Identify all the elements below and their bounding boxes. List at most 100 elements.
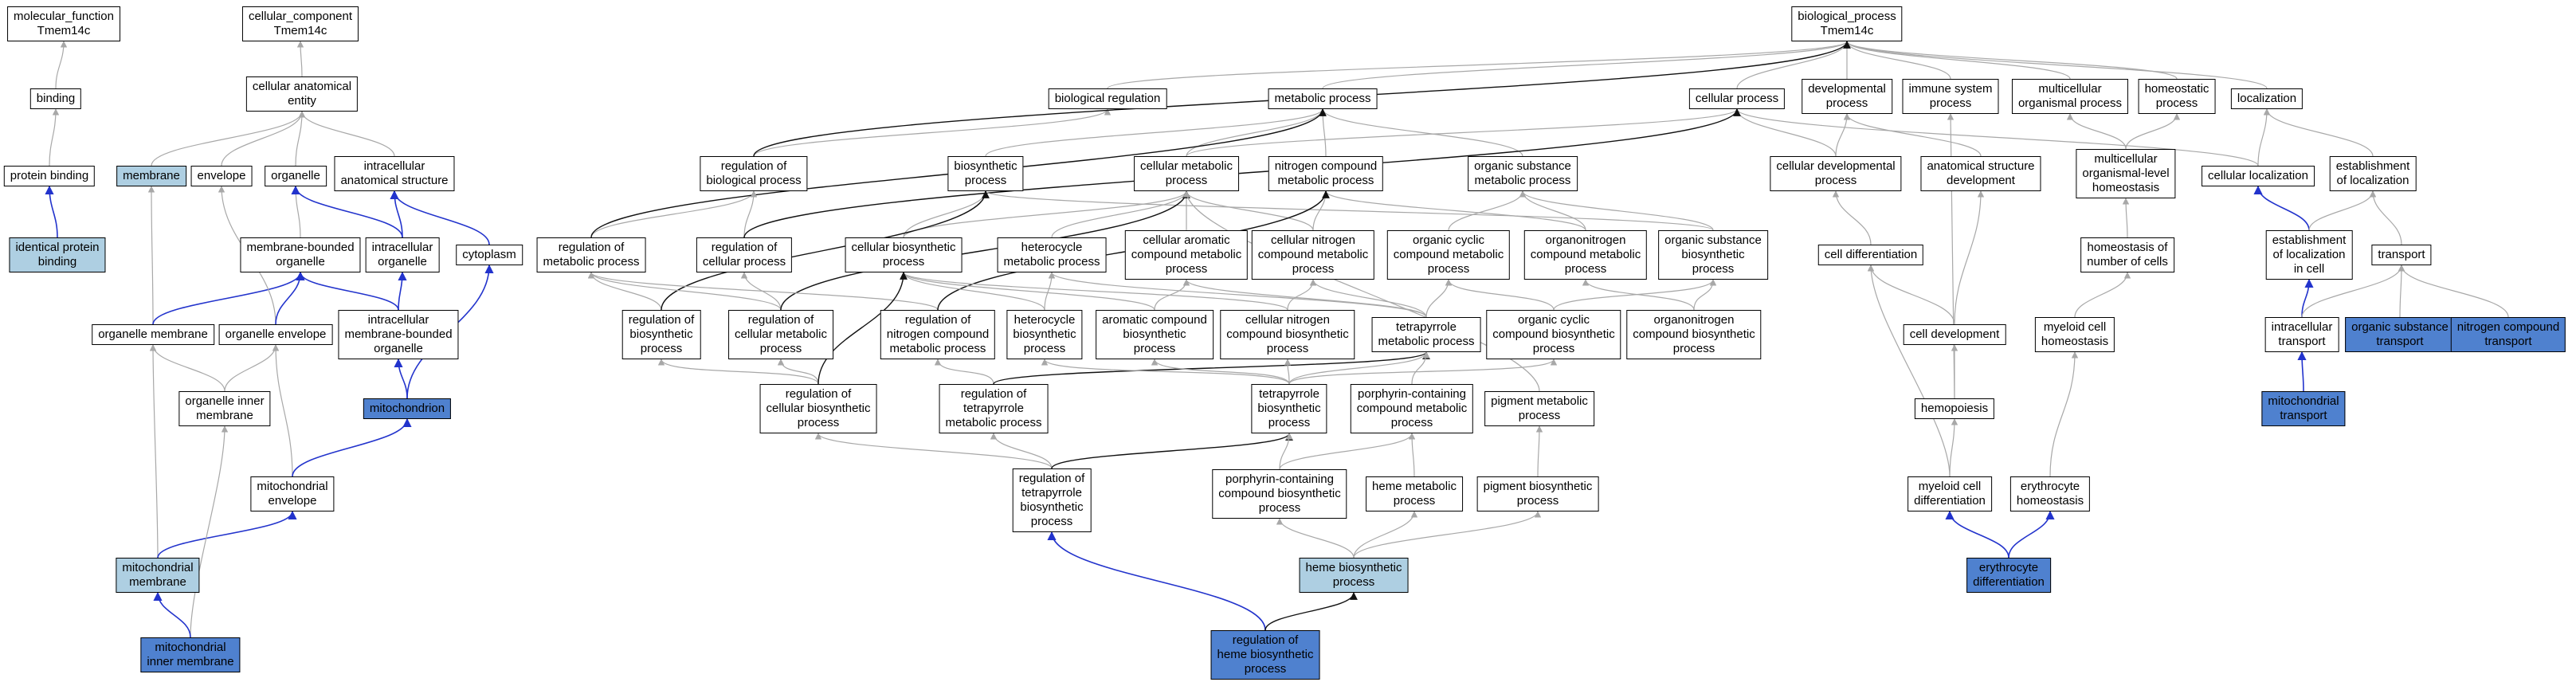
go-term-organelle_inner_mem: organelle inner membrane bbox=[178, 391, 271, 426]
go-term-reg_tetra_biosynth: regulation of tetrapyrrole biosynthetic … bbox=[1012, 468, 1092, 532]
go-term-org_subst_biosynth: organic substance biosynthetic process bbox=[1658, 230, 1768, 280]
edge-intracell_organelle-organelle bbox=[291, 185, 403, 238]
go-term-org_cyclic_metab: organic cyclic compound metabolic proces… bbox=[1386, 230, 1511, 280]
go-term-metabolic_process: metabolic process bbox=[1268, 88, 1378, 109]
edge-myeloid_diff-cell_diff bbox=[1867, 265, 1951, 477]
go-term-mito_envelope: mitochondrial envelope bbox=[250, 476, 335, 512]
edge-org_subst_metab-metabolic_process bbox=[1319, 108, 1523, 157]
go-term-protein_binding: protein binding bbox=[3, 166, 96, 186]
edge-reg_biosynth-biosynth_process bbox=[661, 190, 990, 311]
edge-intracell_mb_organelle-intracell_organelle bbox=[398, 271, 407, 311]
edge-org_subst_biosynth-biosynth_process bbox=[982, 190, 1714, 231]
edge-heme_biosynth-heme_metab bbox=[1353, 511, 1418, 559]
go-term-reg_cell_process: regulation of cellular process bbox=[696, 237, 793, 272]
edge-reg_cell_metab-reg_metab_process bbox=[587, 272, 782, 311]
go-term-org_subst_transport: organic substance transport bbox=[2345, 317, 2455, 352]
edge-multi_org_process-bp_root bbox=[1843, 41, 2071, 80]
edge-mito_envelope-mitochondrion bbox=[292, 417, 412, 477]
go-term-envelope: envelope bbox=[190, 166, 253, 186]
edge-organelle-cell_anat_entity bbox=[295, 111, 306, 167]
go-term-multi_org_homeostasis: multicellular organismal-level homeostas… bbox=[2076, 149, 2176, 198]
edge-orgn_biosynth-org_subst_biosynth bbox=[1693, 279, 1717, 311]
edge-cell_n_biosynth-cell_biosynth bbox=[900, 272, 1288, 311]
go-term-dev_process: developmental process bbox=[1802, 79, 1892, 114]
go-term-mb_organelle: membrane-bounded organelle bbox=[240, 237, 361, 272]
go-term-tetra_biosynth: tetrapyrrole biosynthetic process bbox=[1251, 384, 1327, 433]
edge-cell_n_metab-cell_metab_process bbox=[1182, 190, 1314, 231]
go-term-mf_root: molecular_function Tmem14c bbox=[7, 6, 120, 41]
edge-bio_regulation-bp_root bbox=[1107, 41, 1850, 89]
go-term-multi_org_process: multicellular organismal process bbox=[2011, 79, 2129, 114]
go-term-n_compound_metab: nitrogen compound metabolic process bbox=[1268, 156, 1384, 191]
go-term-reg_heme_biosynth: regulation of heme biosynthetic process bbox=[1210, 630, 1320, 680]
edge-metabolic_process-bp_root bbox=[1322, 41, 1851, 89]
go-term-reg_biosynth: regulation of biosynthetic process bbox=[621, 310, 701, 359]
edge-myeloid_homeostasis-homeostasis_cells bbox=[2074, 272, 2131, 318]
edge-organelle_inner_mem-organelle_membrane bbox=[149, 344, 225, 392]
edge-hemopoiesis-immune_process bbox=[1947, 113, 1955, 399]
edge-intracell_transport-transport bbox=[2301, 265, 2405, 318]
edge-anat_struct_dev-dev_process bbox=[1843, 113, 1982, 157]
edge-mito_membrane-mito_envelope bbox=[157, 510, 297, 559]
go-term-pigment_biosynth: pigment biosynthetic process bbox=[1476, 476, 1599, 512]
go-term-cell_metab_process: cellular metabolic process bbox=[1134, 156, 1239, 191]
edge-estab_localization-localization bbox=[2263, 108, 2374, 157]
go-term-cc_root: cellular_component Tmem14c bbox=[241, 6, 359, 41]
go-term-org_subst_metab: organic substance metabolic process bbox=[1468, 156, 1578, 191]
edge-reg_cell_biosynth-reg_cell_metab bbox=[777, 359, 819, 385]
edge-tetra_biosynth-aromatic_biosynth bbox=[1151, 359, 1290, 385]
edge-reg_tetra_metab-tetrapyrrole_metab bbox=[993, 351, 1430, 385]
edge-intracell_transport-estab_local_cell bbox=[2301, 278, 2314, 318]
edge-reg_tetra_metab-reg_n_metab bbox=[934, 359, 994, 385]
edge-tetra_biosynth-heterocycle_biosynth bbox=[1041, 359, 1290, 385]
edge-tetra_biosynth-tetrapyrrole_metab bbox=[1288, 351, 1430, 385]
edge-mito_envelope-organelle_envelope bbox=[272, 344, 293, 477]
edge-membrane-cell_anat_entity bbox=[151, 111, 306, 167]
edge-multi_org_homeostasis-multi_org_process bbox=[2066, 113, 2127, 150]
edge-porphyrin_biosynth-tetra_biosynth bbox=[1279, 433, 1293, 470]
go-term-tetrapyrrole_metab: tetrapyrrole metabolic process bbox=[1371, 317, 1481, 352]
go-term-intracell_organelle: intracellular organelle bbox=[365, 237, 440, 272]
edge-tetra_biosynth-cell_n_biosynth bbox=[1284, 359, 1292, 385]
go-term-cellular_process: cellular process bbox=[1688, 88, 1786, 109]
go-term-ident_protein_binding: identical protein binding bbox=[9, 237, 106, 272]
go-term-transport: transport bbox=[2371, 245, 2432, 265]
go-term-estab_local_cell: establishment of localization in cell bbox=[2265, 230, 2353, 280]
edge-reg_tetra_biosynth-reg_tetra_metab bbox=[990, 433, 1053, 469]
edge-organelle_inner_mem-organelle_envelope bbox=[224, 344, 280, 392]
go-term-cell_diff: cell differentiation bbox=[1817, 245, 1924, 265]
edge-reg_heme_biosynth-heme_biosynth bbox=[1264, 592, 1358, 631]
go-term-immune_process: immune system process bbox=[1902, 79, 1999, 114]
go-term-reg_cell_metab: regulation of cellular metabolic process bbox=[728, 310, 833, 359]
go-term-localization: localization bbox=[2230, 88, 2304, 109]
go-term-mitochondrion: mitochondrion bbox=[363, 398, 452, 419]
edge-tetrapyrrole_metab-cell_n_metab bbox=[1309, 279, 1427, 318]
edge-reg_metab_process-reg_bio_process bbox=[590, 190, 758, 238]
edge-localization-bp_root bbox=[1843, 41, 2268, 89]
go-term-hemopoiesis: hemopoiesis bbox=[1914, 398, 1995, 419]
edge-protein_binding-binding bbox=[49, 108, 60, 167]
edge-cell_development-cell_diff bbox=[1867, 265, 1955, 325]
go-term-n_transport: nitrogen compound transport bbox=[2450, 317, 2566, 352]
go-term-aromatic_biosynth: aromatic compound biosynthetic process bbox=[1096, 310, 1214, 359]
go-term-cell_biosynth: cellular biosynthetic process bbox=[845, 237, 963, 272]
edge-porphyrin_metab-tetrapyrrole_metab bbox=[1411, 351, 1430, 385]
edge-reg_cell_metab-cell_metab_process bbox=[780, 190, 1190, 311]
edge-mito_inner_mem-organelle_inner_mem bbox=[190, 425, 229, 638]
edge-orgn_biosynth-orgn_metab bbox=[1582, 279, 1695, 311]
edge-mito_transport-intracell_transport bbox=[2297, 351, 2307, 392]
edge-org_cyclic_biosynth-org_subst_biosynth bbox=[1553, 279, 1717, 311]
go-term-cell_n_biosynth: cellular nitrogen compound biosynthetic … bbox=[1220, 310, 1355, 359]
edge-multi_org_homeostasis-homeostatic_process bbox=[2125, 113, 2181, 150]
edge-biosynth_process-metabolic_process bbox=[985, 108, 1327, 157]
edge-binding-mf_root bbox=[55, 41, 68, 89]
go-term-reg_metab_process: regulation of metabolic process bbox=[536, 237, 646, 272]
edge-aromatic_biosynth-cell_biosynth bbox=[900, 272, 1155, 311]
edge-cell_localization-cellular_process bbox=[1733, 108, 2259, 167]
edge-homeostatic_process-bp_root bbox=[1843, 41, 2178, 80]
edge-reg_cell_biosynth-reg_biosynth bbox=[657, 359, 819, 385]
go-term-cytoplasm: cytoplasm bbox=[456, 245, 523, 265]
